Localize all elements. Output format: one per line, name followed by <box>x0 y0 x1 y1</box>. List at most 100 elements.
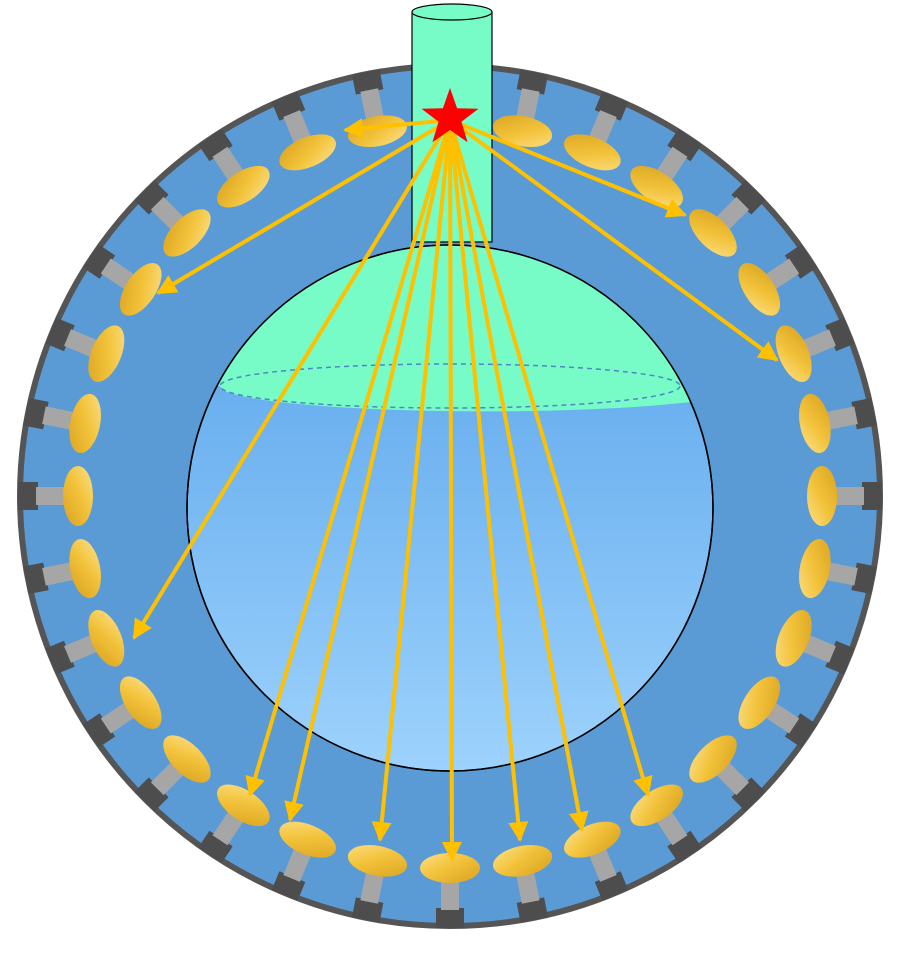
ray-arrow <box>284 119 452 822</box>
pmt-unit <box>775 610 855 675</box>
pmt-stem <box>36 487 64 505</box>
liquid-surface <box>219 363 681 409</box>
ray-arrow <box>343 118 451 139</box>
pmt-dome <box>775 610 812 667</box>
pmt-socket <box>851 397 877 430</box>
pmt-unit <box>45 317 125 382</box>
pmt-socket <box>351 897 384 923</box>
pmt-stem <box>589 849 617 882</box>
pmt-unit <box>83 244 162 316</box>
pmt-unit <box>564 91 629 171</box>
pmt-unit <box>420 853 480 928</box>
pmt-unit <box>23 539 101 599</box>
pmt-stem <box>826 562 858 586</box>
pmt-dome <box>738 676 781 729</box>
ray-arrow <box>156 118 452 295</box>
pmt-stem <box>803 329 836 357</box>
ray-arrow <box>245 119 452 797</box>
pmt-unit <box>775 317 855 382</box>
ray-arrow <box>448 119 529 842</box>
pmt-socket <box>23 397 49 430</box>
pmt-dome <box>347 845 407 877</box>
ray-arrow <box>449 118 687 218</box>
pmt-dome <box>493 115 553 147</box>
pmt-unit <box>493 69 553 147</box>
pmt-dome <box>689 735 737 783</box>
pmt-dome <box>88 325 125 382</box>
pmt-stem <box>656 146 688 181</box>
pmt-unit <box>83 676 162 748</box>
pmt-dome <box>163 209 211 257</box>
pmt-dome <box>279 821 336 858</box>
pmt-dome <box>630 165 683 208</box>
ray-arrow <box>441 119 462 862</box>
pmt-stem <box>64 635 97 663</box>
pmt-socket <box>436 908 464 928</box>
pmt-socket <box>516 69 549 95</box>
pmt-unit <box>134 735 211 812</box>
pmt-stem <box>283 110 311 143</box>
pmt-stem <box>64 329 97 357</box>
pmt-stem <box>212 811 244 846</box>
pmt-stem <box>716 196 750 230</box>
ray-arrow <box>371 119 452 842</box>
pmt-stem <box>803 635 836 663</box>
pmt-stem <box>826 406 858 430</box>
pmt-socket <box>198 129 233 162</box>
pmt-unit <box>807 466 882 526</box>
pmt-stem <box>516 88 540 120</box>
pmt-unit <box>630 784 702 863</box>
pmt-socket <box>134 777 169 812</box>
pmt-socket <box>198 830 233 863</box>
pmt-dome <box>217 165 270 208</box>
pmt-stem <box>42 562 74 586</box>
pmt-ring <box>18 69 882 928</box>
pmt-stem <box>656 811 688 846</box>
pmt-stem <box>765 702 800 734</box>
pmt-stem <box>360 872 384 904</box>
pmt-unit <box>23 393 101 453</box>
pmt-socket <box>862 482 882 510</box>
pmt-dome <box>119 676 162 729</box>
pmt-dome <box>807 466 837 526</box>
pmt-socket <box>667 830 702 863</box>
pmt-unit <box>738 676 817 748</box>
pmt-dome <box>564 134 621 171</box>
pmt-socket <box>23 562 49 595</box>
pmt-socket <box>83 713 116 748</box>
pmt-socket <box>83 244 116 279</box>
pmt-dome <box>630 784 683 827</box>
pmt-socket <box>784 244 817 279</box>
pmt-stem <box>360 88 384 120</box>
pmt-stem <box>589 110 617 143</box>
ray-arrow <box>448 119 589 832</box>
pmt-stem <box>765 258 800 290</box>
pmt-unit <box>134 180 211 257</box>
pmt-unit <box>799 539 877 599</box>
pmt-dome <box>63 466 93 526</box>
pmt-dome <box>493 845 553 877</box>
pmt-dome <box>775 325 812 382</box>
pmt-socket <box>731 180 766 215</box>
pmt-stem <box>836 487 864 505</box>
pmt-unit <box>689 180 766 257</box>
pmt-unit <box>630 129 702 208</box>
pmt-dome <box>217 784 270 827</box>
pmt-unit <box>271 91 336 171</box>
pmt-unit <box>493 845 553 923</box>
pmt-stem <box>716 762 750 796</box>
pmt-unit <box>271 821 336 901</box>
pmt-dome <box>799 539 831 599</box>
pmt-stem <box>441 882 459 910</box>
pmt-stem <box>100 258 135 290</box>
pmt-unit <box>799 393 877 453</box>
pmt-socket <box>667 129 702 162</box>
pmt-socket <box>351 69 384 95</box>
star-icon <box>421 88 479 143</box>
pmt-unit <box>198 129 270 208</box>
light-rays <box>132 118 779 862</box>
pmt-unit <box>198 784 270 863</box>
pmt-dome <box>799 393 831 453</box>
pmt-socket <box>516 897 549 923</box>
